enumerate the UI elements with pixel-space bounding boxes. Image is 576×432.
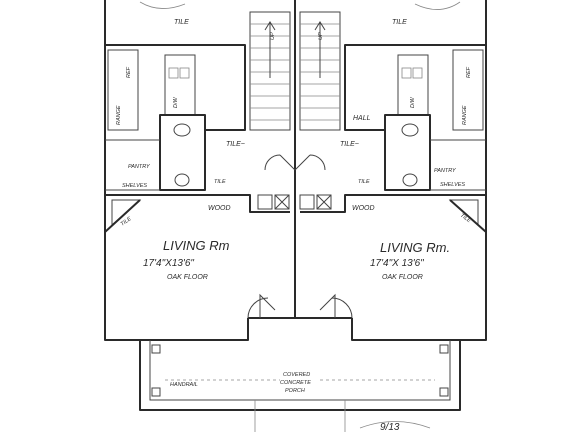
label-handrail: HANDRAIL bbox=[170, 382, 198, 388]
label-range-right: RANGE bbox=[462, 105, 468, 125]
label-tile-top-left: TILE bbox=[174, 19, 189, 26]
label-ref-right: REF bbox=[466, 66, 472, 78]
label-tile-low-left: TILE bbox=[214, 179, 226, 185]
pantry-right bbox=[430, 139, 486, 191]
label-shelves-right: SHELVES bbox=[440, 182, 465, 188]
hall-door-right bbox=[294, 154, 326, 171]
outer-wall-left bbox=[104, 0, 249, 341]
label-tile-mid-right: TILE~ bbox=[340, 141, 359, 148]
bath-right bbox=[384, 114, 431, 191]
label-living-right: LIVING Rm. bbox=[380, 240, 450, 255]
porch-posts bbox=[151, 344, 449, 397]
porch-outline bbox=[139, 340, 461, 411]
kitchen-wall-left bbox=[105, 44, 246, 131]
label-tile-low-right: TILE bbox=[358, 179, 370, 185]
label-floor-right: OAK FLOOR bbox=[382, 274, 423, 281]
basin-left bbox=[174, 173, 190, 187]
stair-arrow-right bbox=[314, 21, 326, 78]
label-wood-right: WOOD bbox=[352, 205, 375, 212]
label-tile-top-right: TILE bbox=[392, 19, 407, 26]
label-floor-left: OAK FLOOR bbox=[167, 274, 208, 281]
kitchen-wall-right bbox=[344, 44, 486, 131]
sink-icons bbox=[168, 67, 423, 79]
hall-door-left bbox=[264, 154, 296, 171]
label-porch-2: CONCRETE bbox=[280, 380, 311, 386]
label-pantry-right: PANTRY bbox=[434, 168, 456, 174]
stair-right bbox=[299, 11, 341, 131]
counter-right bbox=[452, 49, 484, 131]
label-up-right: UP bbox=[318, 32, 324, 40]
pantry-left bbox=[105, 139, 160, 191]
label-tile-corner-left: TILE bbox=[120, 216, 133, 228]
label-wood-left: WOOD bbox=[208, 205, 231, 212]
front-door-left bbox=[247, 293, 276, 319]
top-scribble-left bbox=[139, 1, 186, 9]
label-range-left: RANGE bbox=[116, 105, 122, 125]
living-wall-left bbox=[105, 194, 290, 213]
basin-right bbox=[402, 173, 418, 187]
label-ref-left: REF bbox=[126, 66, 132, 78]
label-dw-right: D/W bbox=[410, 97, 416, 109]
label-up-left: UP bbox=[270, 32, 276, 40]
bottom-scribble bbox=[359, 421, 431, 429]
label-dims-left: 17'4"X13'6" bbox=[143, 258, 194, 269]
diag-wall-right bbox=[449, 199, 487, 233]
toilet-right bbox=[401, 123, 419, 137]
label-hall: HALL bbox=[353, 115, 371, 122]
stair-left bbox=[249, 11, 291, 131]
label-dw-left: D/W bbox=[173, 97, 179, 109]
label-pantry-left: PANTRY bbox=[128, 164, 150, 170]
label-porch-3: PORCH bbox=[285, 388, 305, 394]
label-living-left: LIVING Rm bbox=[163, 238, 230, 253]
label-tile-mid-left: TILE~ bbox=[226, 141, 245, 148]
outer-wall-right bbox=[351, 0, 487, 341]
closet-boxes bbox=[257, 194, 332, 210]
label-shelves-left: SHELVES bbox=[122, 183, 147, 189]
label-tile-corner-right: TILE bbox=[459, 213, 472, 225]
living-wall-right bbox=[300, 194, 486, 213]
front-door-right bbox=[319, 293, 353, 319]
porch-inner bbox=[149, 340, 451, 401]
sink-counter-left bbox=[164, 54, 196, 116]
toilet-left bbox=[173, 123, 191, 137]
diag-wall-left bbox=[104, 199, 141, 233]
top-scribble-right bbox=[414, 1, 461, 10]
stair-arrow-left bbox=[264, 21, 276, 78]
counter-left bbox=[107, 49, 139, 131]
label-scribble: 9/13 bbox=[380, 422, 400, 432]
bath-left bbox=[159, 114, 206, 191]
label-porch-1: COVERED bbox=[283, 372, 310, 378]
label-dims-right: 17'4"X 13'6" bbox=[370, 258, 424, 269]
